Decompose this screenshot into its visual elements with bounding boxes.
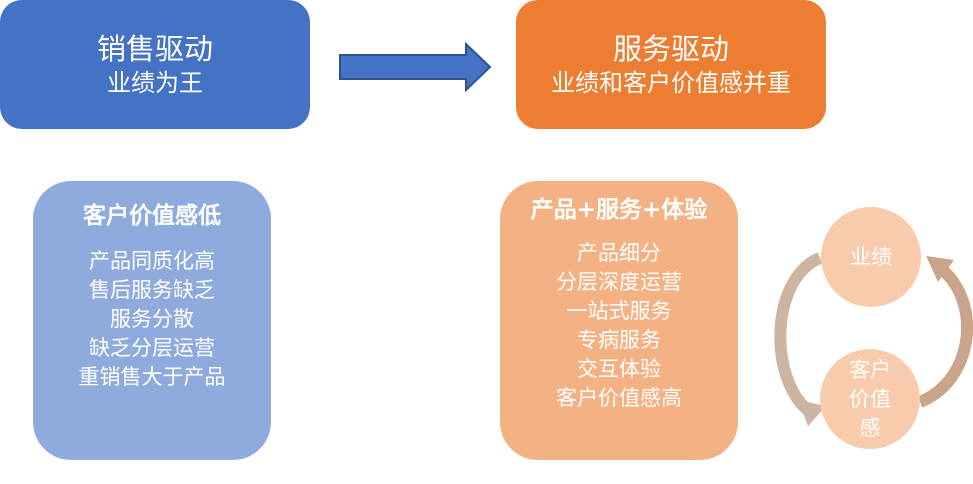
right-arrow-icon [339, 42, 492, 92]
circular-arrows-icon [774, 252, 973, 426]
experience-card-title: 产品+服务+体验 [530, 197, 708, 223]
service-driven-title: 服务驱动 [612, 31, 729, 66]
list-item: 重销售大于产品 [78, 365, 226, 389]
customer-value-label: 客户价值感 [849, 357, 891, 440]
experience-card: 产品+服务+体验 产品细分 分层深度运营 一站式服务 专病服务 交互体验 客户价… [500, 181, 738, 460]
list-item: 产品细分 [577, 241, 661, 265]
performance-label: 业绩 [850, 244, 892, 269]
sales-driven-title: 销售驱动 [96, 31, 213, 66]
list-item: 交互体验 [577, 357, 661, 381]
customer-value-circle: 客户价值感 [820, 349, 920, 449]
list-item: 缺乏分层运营 [89, 336, 215, 360]
low-value-card-title: 客户价值感低 [83, 203, 221, 229]
list-item: 产品同质化高 [89, 249, 215, 273]
list-item: 分层深度运营 [556, 270, 682, 294]
service-driven-subtitle: 业绩和客户价值感并重 [551, 68, 791, 97]
low-value-list: 产品同质化高 售后服务缺乏 服务分散 缺乏分层运营 重销售大于产品 [79, 247, 226, 392]
list-item: 客户价值感高 [556, 386, 682, 410]
list-item: 服务分散 [110, 307, 194, 331]
list-item: 专病服务 [577, 328, 661, 352]
experience-list: 产品细分 分层深度运营 一站式服务 专病服务 交互体验 客户价值感高 [556, 239, 682, 413]
service-driven-box: 服务驱动 业绩和客户价值感并重 [516, 0, 826, 129]
performance-circle: 业绩 [821, 207, 921, 307]
list-item: 一站式服务 [566, 299, 672, 323]
sales-driven-box: 销售驱动 业绩为王 [0, 0, 310, 129]
low-value-card: 客户价值感低 产品同质化高 售后服务缺乏 服务分散 缺乏分层运营 重销售大于产品 [33, 181, 271, 460]
sales-driven-subtitle: 业绩为王 [107, 68, 203, 97]
list-item: 售后服务缺乏 [89, 278, 215, 302]
